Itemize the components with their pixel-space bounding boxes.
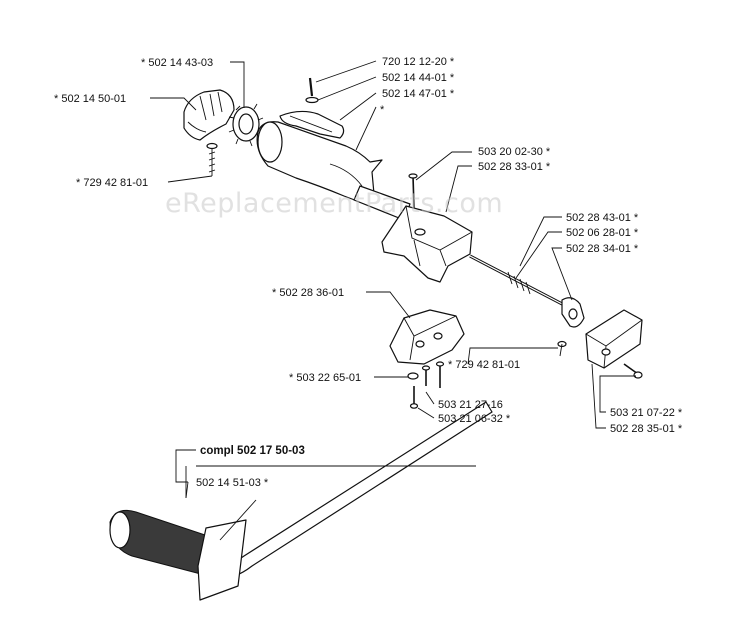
nut-lower	[407, 372, 419, 380]
label-503-21-06-32: 503 21 06-32 *	[438, 413, 511, 425]
label-compl-502-17-50-03: compl 502 17 50-03	[200, 445, 305, 457]
screw-link	[557, 340, 567, 357]
label-502-14-43-03: * 502 14 43-03	[141, 57, 213, 69]
label-729-42-81-01-upper: * 729 42 81-01	[76, 177, 148, 189]
screw-cap	[206, 142, 218, 176]
leader-lines	[150, 60, 636, 541]
label-503-21-07-22: 503 21 07-22 *	[610, 407, 683, 419]
handle-bar	[109, 401, 493, 601]
bolt-upper	[408, 173, 418, 209]
throttle-rod	[469, 254, 567, 308]
label-502-14-47-01: 502 14 47-01 *	[382, 88, 455, 100]
trigger-link	[561, 297, 585, 328]
label-502-28-35-01: 502 28 35-01 *	[610, 423, 683, 435]
label-503-22-65-01: * 503 22 65-01	[289, 372, 361, 384]
screw-cover	[623, 363, 643, 379]
label-720-12-12-20: 720 12 12-20 *	[382, 56, 455, 68]
handle-bracket-upper	[381, 205, 473, 283]
bolts-lower	[409, 361, 445, 409]
label-503-20-02-30: 503 20 02-30 *	[478, 146, 551, 158]
label-503-21-27-16: 503 21 27-16	[438, 399, 503, 411]
label-502-14-51-03: 502 14 51-03 *	[196, 477, 269, 489]
handle-housing	[256, 121, 383, 203]
handle-cover	[279, 110, 345, 139]
label-502-28-33-01: 502 28 33-01 *	[478, 161, 551, 173]
label-502-14-50-01: * 502 14 50-01	[54, 93, 126, 105]
watermark: eReplacementParts.com	[165, 188, 503, 219]
label-asterisk: *	[380, 104, 385, 116]
handle-bracket-lower	[389, 309, 465, 365]
label-502-14-44-01: 502 14 44-01 *	[382, 72, 455, 84]
throttle-cover	[585, 309, 643, 369]
label-502-28-36-01: * 502 28 36-01	[272, 287, 344, 299]
label-502-06-28-01: 502 06 28-01 *	[566, 227, 639, 239]
handle-end-cap	[183, 89, 235, 141]
label-502-28-43-01: 502 28 43-01 *	[566, 212, 639, 224]
gear-coupling	[228, 103, 264, 147]
label-502-28-34-01: 502 28 34-01 *	[566, 243, 639, 255]
label-729-42-81-01-lower: * 729 42 81-01	[448, 359, 520, 371]
